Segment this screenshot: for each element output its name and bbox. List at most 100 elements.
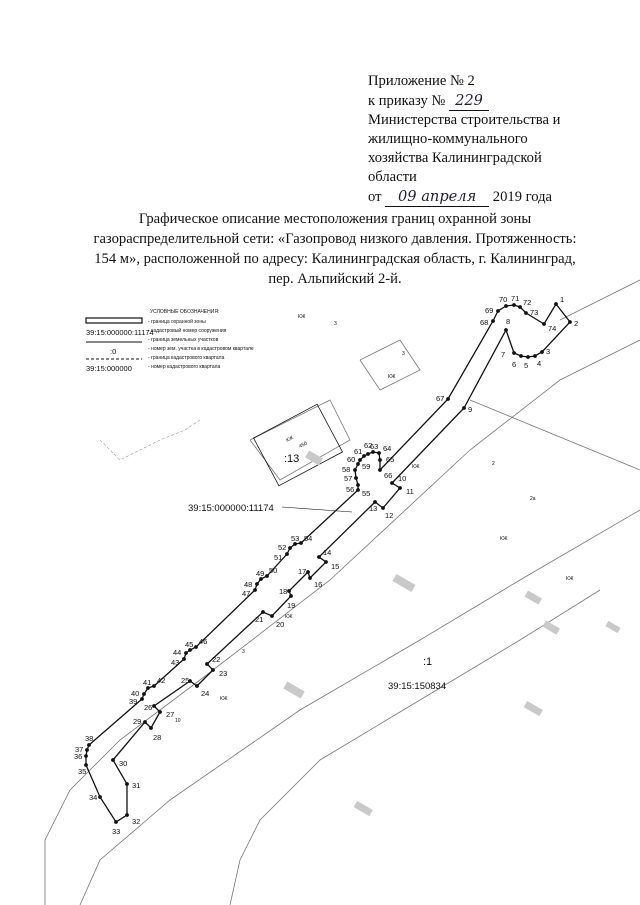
boundary-point-label: 54	[304, 534, 312, 543]
boundary-point-label: 22	[212, 655, 220, 664]
boundary-point-label: 30	[119, 759, 127, 768]
date-prefix: от	[368, 189, 382, 205]
boundary-point-marker	[540, 350, 544, 354]
building-label: КЖ	[220, 696, 228, 702]
boundary-point-label: 12	[385, 511, 393, 520]
title-line-2: газораспределительной сети: «Газопровод …	[93, 231, 577, 247]
boundary-point-label: 11	[406, 487, 414, 496]
order-line: к приказу № 229	[368, 91, 608, 111]
boundary-point-label: 18	[279, 587, 287, 596]
boundary-point-label: 45	[185, 640, 193, 649]
building-label: КЖ	[285, 614, 293, 620]
boundary-point-label: 73	[530, 308, 538, 317]
boundary-point-label: 13	[369, 504, 377, 513]
boundary-point-label: 23	[219, 669, 227, 678]
boundary-point-marker	[504, 304, 508, 308]
boundary-point-marker	[152, 704, 156, 708]
boundary-point-marker	[504, 328, 508, 332]
boundary-point-label: 44	[173, 648, 181, 657]
boundary-point-label: 33	[112, 827, 120, 836]
small-label: 2	[492, 461, 495, 467]
small-label: 2а	[530, 496, 536, 502]
boundary-point-marker	[184, 651, 188, 655]
boundary-point-label: 52	[278, 543, 286, 552]
boundary-point-marker	[308, 576, 312, 580]
boundary-point-marker	[324, 560, 328, 564]
boundary-point-marker	[462, 406, 466, 410]
boundary-point-marker	[84, 763, 88, 767]
boundary-point-marker	[87, 743, 91, 747]
boundary-point-label: 8	[506, 317, 510, 326]
boundary-point-marker	[446, 397, 450, 401]
boundary-point-label: 47	[242, 589, 250, 598]
boundary-point-marker	[287, 589, 291, 593]
boundary-point-marker	[496, 309, 500, 313]
order-number-handwritten: 229	[449, 91, 489, 111]
boundary-point-label: 74	[548, 324, 556, 333]
legend-sample-parcel-number: :0	[110, 347, 116, 356]
title-line-4: пер. Альпийский 2-й.	[268, 271, 402, 287]
small-label: 3	[402, 351, 405, 357]
boundary-point-marker	[378, 458, 382, 462]
boundary-point-marker	[356, 462, 360, 466]
boundary-point-marker	[491, 319, 495, 323]
boundary-point-marker	[512, 351, 516, 355]
boundary-point-marker	[114, 820, 118, 824]
boundary-point-marker	[362, 454, 366, 458]
boundary-point-label: 5	[524, 361, 528, 370]
boundary-point-marker	[306, 570, 310, 574]
boundary-point-marker	[293, 542, 297, 546]
boundary-point-label: 56	[346, 485, 354, 494]
boundary-point-marker	[289, 594, 293, 598]
boundary-point-label: 68	[480, 318, 488, 327]
building-label: КЖ	[285, 435, 295, 444]
appendix-title: Приложение № 2	[368, 73, 475, 89]
parcel-13-label: :13	[284, 453, 299, 465]
legend-item-text: - граница охранной зоны	[148, 318, 206, 325]
boundary-point-marker	[253, 588, 257, 592]
boundary-point-marker	[524, 311, 528, 315]
boundary-point-marker	[354, 476, 358, 480]
boundary-point-label: 29	[133, 717, 141, 726]
boundary-point-label: 38	[85, 734, 93, 743]
building-label: КЖ	[500, 536, 508, 542]
boundary-point-marker	[188, 648, 192, 652]
title-line-3: 154 м», расположенной по адресу: Калинин…	[94, 251, 576, 267]
boundary-point-marker	[533, 354, 537, 358]
boundary-point-marker	[142, 692, 146, 696]
boundary-point-label: 6	[512, 360, 516, 369]
boundary-point-label: 51	[274, 553, 282, 562]
building-hatches	[283, 450, 621, 817]
building-label: КЖ	[412, 464, 420, 470]
parcel-1-label: :1	[423, 656, 432, 668]
boundary-point-label: 63	[370, 442, 378, 451]
boundary-point-marker	[259, 577, 263, 581]
boundary-point-label: 32	[132, 817, 140, 826]
boundary-point-marker	[526, 355, 530, 359]
boundary-point-marker	[195, 684, 199, 688]
order-header: Приложение № 2 к приказу № 229 Министерс…	[368, 72, 608, 207]
boundary-point-label: 43	[171, 658, 179, 667]
boundary-point-label: 25	[181, 676, 189, 685]
boundary-point-marker	[519, 354, 523, 358]
boundary-point-marker	[194, 645, 198, 649]
boundary-point-marker	[270, 614, 274, 618]
boundary-point-label: 39	[129, 697, 137, 706]
boundary-point-label: 53	[291, 534, 299, 543]
legend-sample-zone-boundary	[85, 317, 143, 324]
boundary-point-marker	[182, 657, 186, 661]
boundary-point-label: 26	[144, 703, 152, 712]
boundary-point-label: 58	[342, 465, 350, 474]
boundary-point-marker	[377, 451, 381, 455]
boundary-point-label: 4	[537, 359, 541, 368]
boundary-point-marker	[356, 483, 360, 487]
date-line: от 09 апреля 2019 года	[368, 187, 608, 207]
building-labels: КЖ КЖ КЖ КЖ КЖ КЖ КЖ 3 3 2а 2 3 10	[175, 314, 574, 724]
boundary-point-marker	[554, 302, 558, 306]
boundary-point-label: 62	[364, 441, 372, 450]
boundary-point-marker	[366, 452, 370, 456]
boundary-point-marker	[125, 782, 129, 786]
boundary-point-label: 60	[347, 455, 355, 464]
boundary-point-label: 2	[574, 319, 578, 328]
